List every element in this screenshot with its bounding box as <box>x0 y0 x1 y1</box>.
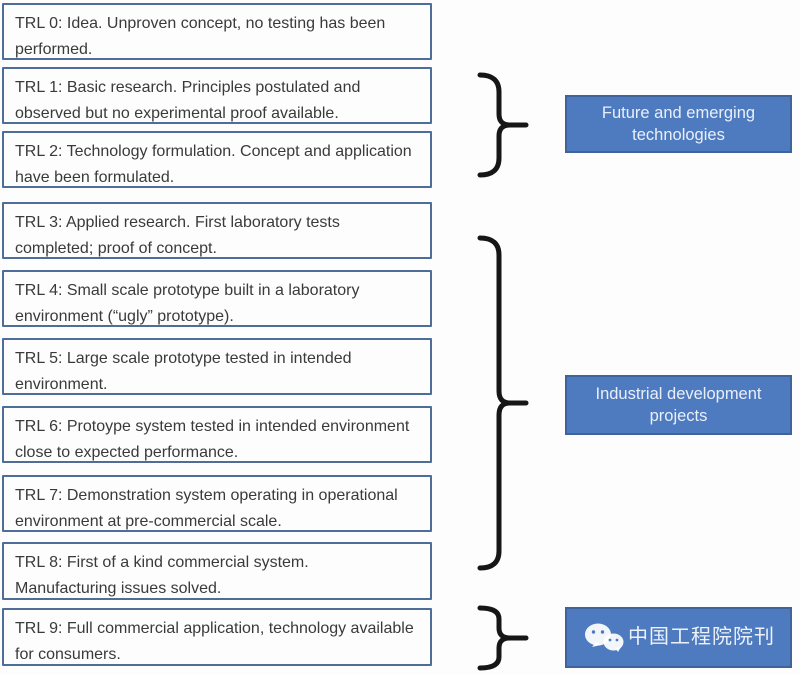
watermark-text: 中国工程院院刊 <box>628 626 775 648</box>
group-label-industrial-development-projects: Industrial development projects <box>565 375 792 435</box>
trl-box-3: TRL 3: Applied research. First laborator… <box>2 202 432 259</box>
trl-box-6: TRL 6: Protoype system tested in intende… <box>2 406 432 463</box>
group-label-future-emerging-technologies: Future and emerging technologies <box>565 95 792 153</box>
trl-box-1: TRL 1: Basic research. Principles postul… <box>2 67 432 124</box>
trl-box-9: TRL 9: Full commercial application, tech… <box>2 608 432 666</box>
brace-industrial-development <box>477 235 529 571</box>
trl-box-2: TRL 2: Technology formulation. Concept a… <box>2 131 432 188</box>
trl-box-7: TRL 7: Demonstration system operating in… <box>2 475 432 532</box>
brace-commercial <box>477 605 529 671</box>
brace-future-emerging <box>477 72 529 178</box>
trl-box-5: TRL 5: Large scale prototype tested in i… <box>2 338 432 395</box>
trl-box-8: TRL 8: First of a kind commercial system… <box>2 542 432 600</box>
group-label-commercial-watermarked: 中国工程院院刊 <box>565 607 792 668</box>
wechat-icon <box>585 623 624 652</box>
trl-box-4: TRL 4: Small scale prototype built in a … <box>2 270 432 327</box>
trl-box-0: TRL 0: Idea. Unproven concept, no testin… <box>2 3 432 60</box>
watermark: 中国工程院院刊 <box>573 609 784 666</box>
